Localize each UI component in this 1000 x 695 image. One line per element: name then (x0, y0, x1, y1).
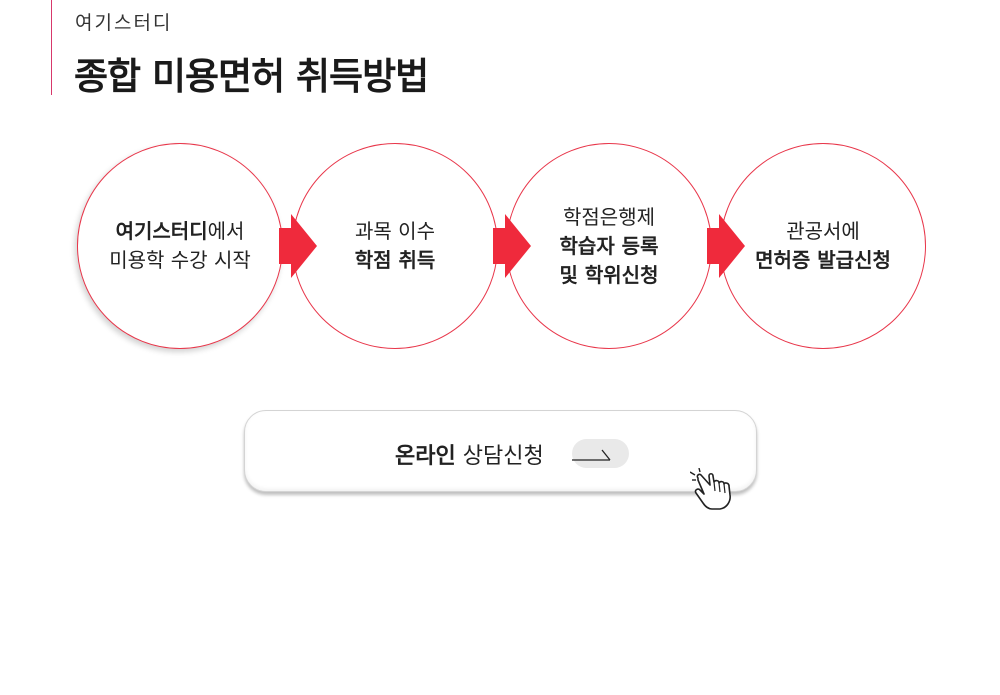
step-2-line-1: 과목 이수 (355, 219, 435, 243)
hand-pointer-icon (690, 468, 731, 510)
step-2-line-2: 학점 취득 (354, 248, 436, 272)
step-1-line-2: 미용학 수강 시작 (109, 248, 251, 272)
long-arrow-right-icon (572, 449, 611, 461)
step-3-line-2: 학습자 등록 (559, 233, 659, 258)
step-arrow-1 (279, 214, 317, 278)
step-1-brand: 여기스터디 (115, 219, 208, 243)
step-circle-4: 관공서에 면허증 발급신청 (720, 143, 926, 349)
step-circle-2: 과목 이수 학점 취득 (292, 143, 498, 349)
cta-label-text: 상담신청 (462, 444, 544, 469)
step-3-line-1: 학점은행제 (563, 204, 655, 229)
online-consult-button[interactable]: 온라인 상담신청 (244, 410, 757, 492)
brand-label: 여기스터디 (75, 12, 173, 34)
step-3-line-3: 및 학위신청 (559, 262, 659, 287)
header-divider (51, 0, 52, 95)
cta-label: 온라인 상담신청 (395, 438, 544, 470)
step-4-line-1: 관공서에 (786, 219, 860, 243)
step-arrow-3 (707, 214, 745, 278)
cta-bold-label: 온라인 (395, 444, 456, 469)
step-1-suffix: 에서 (207, 219, 245, 243)
page-title: 종합 미용면허 취득방법 (74, 55, 429, 98)
step-circle-3: 학점은행제 학습자 등록 및 학위신청 (506, 143, 712, 349)
process-steps: 여기스터디에서 미용학 수강 시작 과목 이수 학점 취득 학점은행제 학습자 … (77, 143, 926, 349)
step-arrow-2 (493, 214, 531, 278)
step-1-line-1: 여기스터디에서 (116, 217, 245, 246)
step-4-line-2: 면허증 발급신청 (755, 248, 891, 272)
step-circle-1: 여기스터디에서 미용학 수강 시작 (77, 143, 283, 349)
cta-arrow-pill (572, 439, 629, 468)
